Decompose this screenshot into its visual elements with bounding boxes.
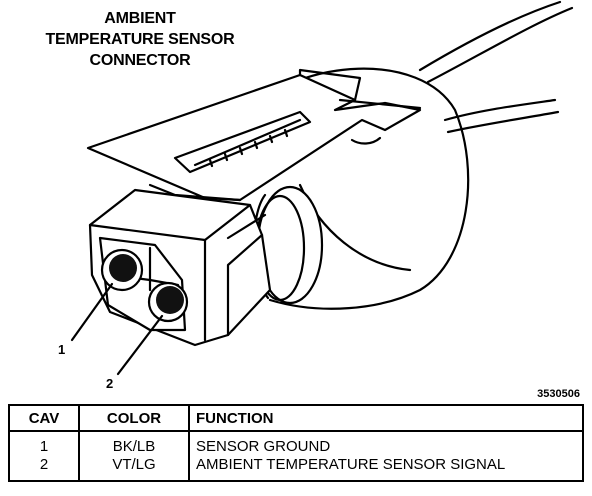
leader-line-2 — [116, 314, 164, 376]
table-row: 2 VT/LG AMBIENT TEMPERATURE SENSOR SIGNA… — [8, 456, 584, 482]
title-line-1: AMBIENT — [104, 10, 176, 27]
leader-line-1 — [70, 282, 114, 342]
cell-function: AMBIENT TEMPERATURE SENSOR SIGNAL — [188, 456, 584, 482]
cavity-1-terminal — [109, 254, 137, 282]
cell-function: SENSOR GROUND — [188, 431, 584, 456]
rear-housing — [248, 67, 470, 310]
table-row: 1 BK/LB SENSOR GROUND — [8, 431, 584, 456]
cell-color: VT/LG — [78, 456, 190, 482]
callout-2: 2 — [106, 376, 114, 391]
diagram-title: AMBIENT TEMPERATURE SENSOR CONNECTOR — [0, 8, 280, 71]
lock-slot — [173, 110, 312, 174]
wire-lower — [443, 98, 557, 122]
cavity-table: CAV COLOR FUNCTION 1 BK/LB SENSOR GROUND… — [8, 404, 584, 482]
cell-cav: 2 — [8, 456, 80, 482]
connector-drawing — [70, 0, 574, 376]
wire-upper — [418, 0, 562, 72]
figure-id: 3530506 — [537, 388, 580, 400]
header-function: FUNCTION — [188, 404, 584, 432]
cell-cav: 1 — [8, 431, 80, 456]
title-line-3: CONNECTOR — [89, 52, 191, 69]
table-header-row: CAV COLOR FUNCTION — [8, 404, 584, 432]
header-color: COLOR — [78, 404, 190, 432]
wire-lower-2 — [446, 110, 560, 134]
callout-1: 1 — [58, 342, 66, 357]
title-line-2: TEMPERATURE SENSOR — [45, 31, 235, 48]
lock-tab — [86, 73, 422, 202]
header-cav: CAV — [8, 404, 80, 432]
cavity-2-terminal — [156, 286, 184, 314]
wire-upper-2 — [426, 6, 574, 84]
cell-color: BK/LB — [78, 431, 190, 456]
